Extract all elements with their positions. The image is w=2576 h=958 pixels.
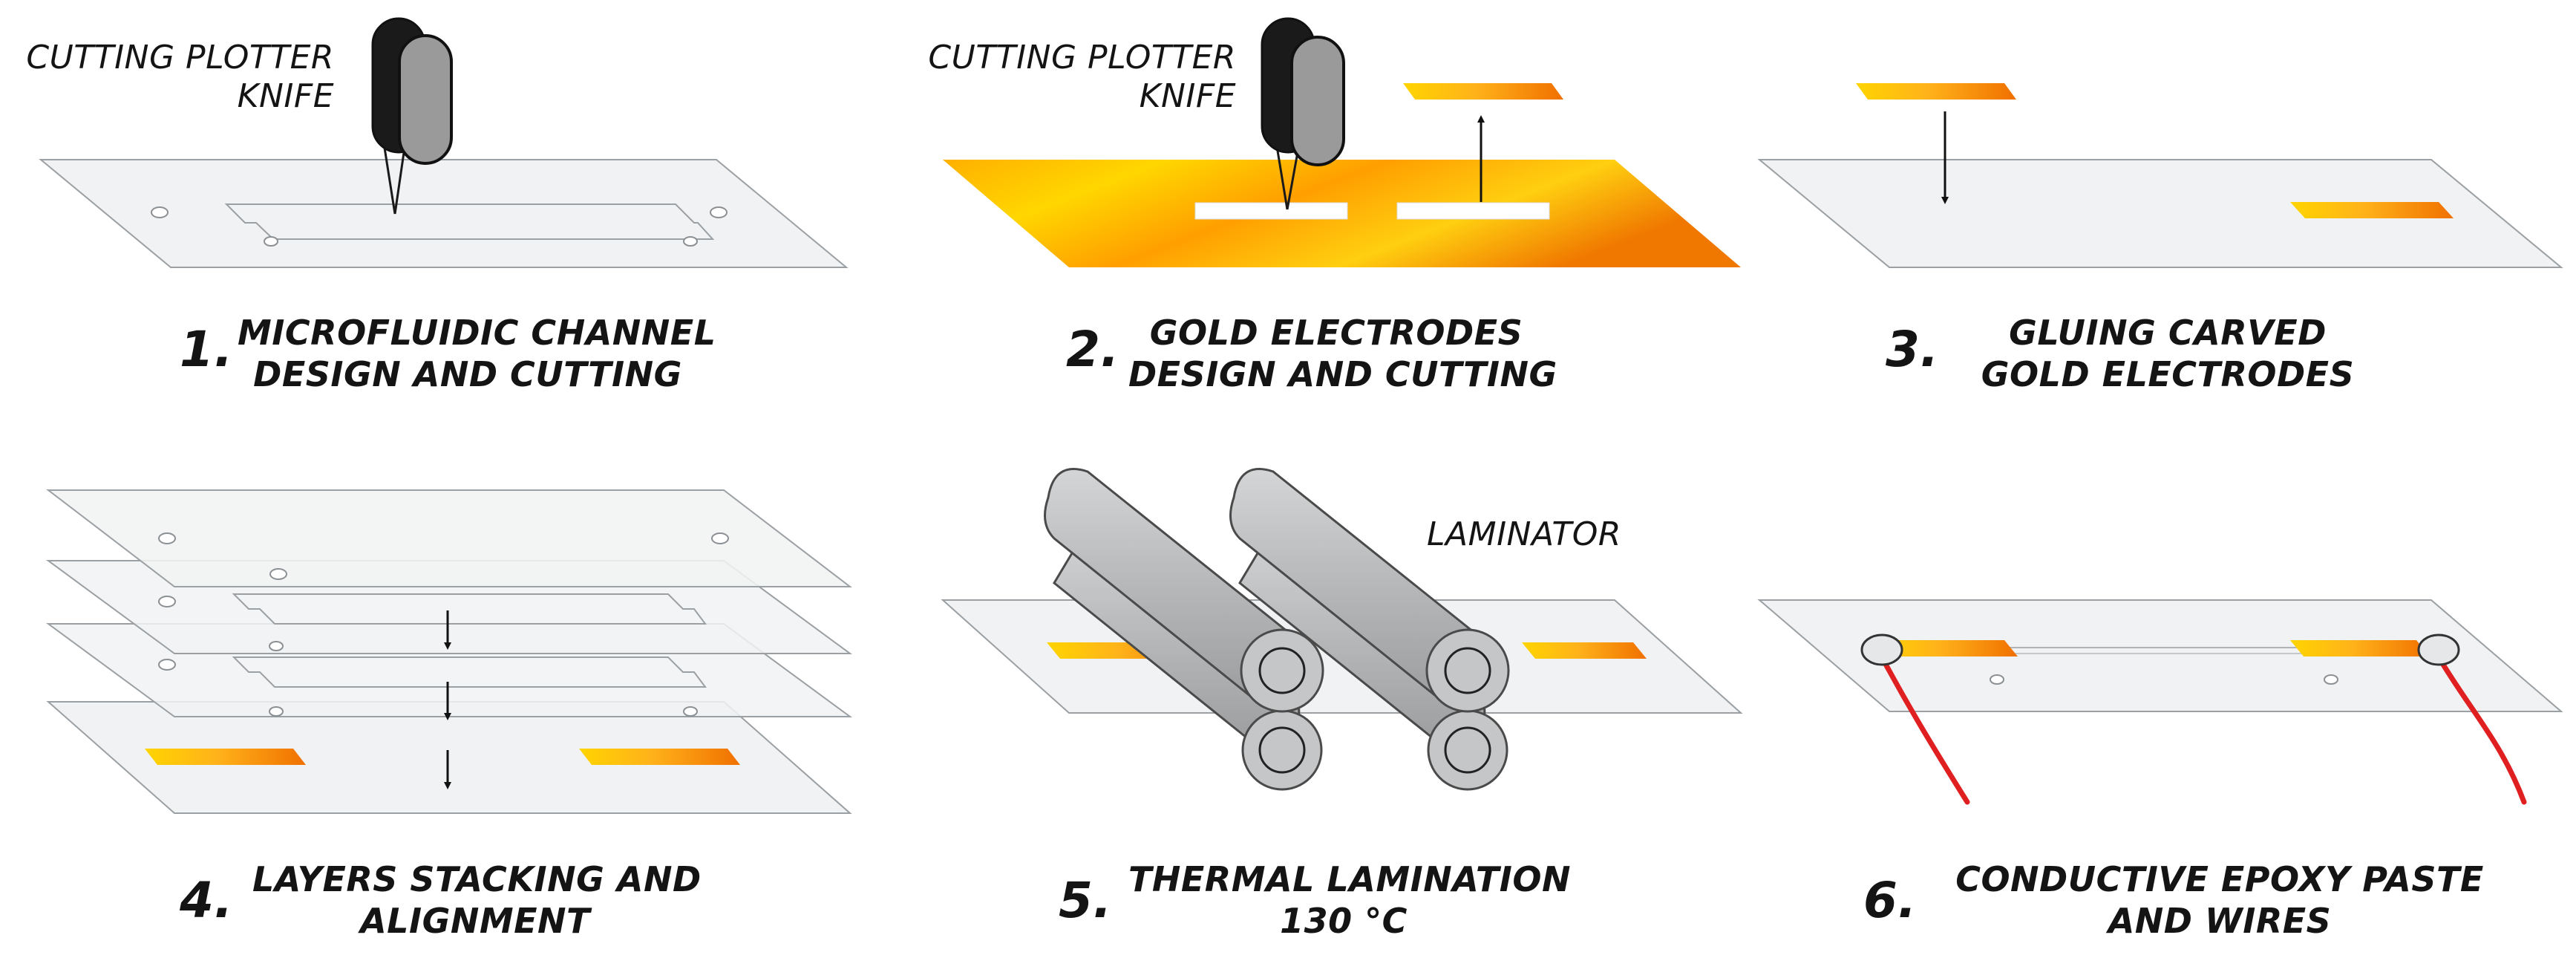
step3-caption-line2: GOLD ELECTRODES [1981,354,2355,394]
step5-roller-top-1 [1044,468,1324,713]
step1-tool-label: CUTTING PLOTTER KNIFE [15,39,334,116]
step1-tool-line2: KNIFE [237,77,334,115]
step6-wire-right [2436,654,2527,805]
step2-caption: GOLD ELECTRODES DESIGN AND CUTTING [1128,312,1557,395]
step3-number: 3. [1886,321,1939,378]
step6-number: 6. [1863,872,1917,929]
step4-caption-line1: LAYERS STACKING AND [252,859,702,899]
step2-illustration [943,17,1741,267]
step3-sheet [1757,159,2563,268]
step5-roller-top-2 [1229,468,1510,713]
step1-caption-line2: DESIGN AND CUTTING [253,354,682,394]
step6-wire-left [1879,654,1970,805]
step2-cutout-left [1194,202,1348,220]
step5-caption: THERMAL LAMINATION 130 °C [1128,858,1572,942]
step4-caption: LAYERS STACKING AND ALIGNMENT [252,858,702,942]
step2-cutout-right [1396,202,1550,220]
step2-tool-line2: KNIFE [1139,77,1236,115]
step3-glued-electrode [2290,202,2454,218]
step3-falling-electrode [1856,83,2016,100]
step4-electrode-right [579,749,740,765]
step6-illustration [1757,599,2563,805]
step1-illustration [39,17,849,268]
step1-hole-right [710,206,728,218]
step6-caption-line1: CONDUCTIVE EPOXY PASTE [1955,859,2484,899]
step5-tool-label: LAMINATOR [1427,515,1621,553]
step2-caption-line2: DESIGN AND CUTTING [1128,354,1557,394]
step1-knife-icon [371,17,453,215]
step6-electrode-left [1874,640,2018,656]
step6-electrode-right [2290,640,2430,656]
step6-caption: CONDUCTIVE EPOXY PASTE AND WIRES [1945,858,2494,942]
step1-number: 1. [180,321,233,378]
step3-caption: GLUING CARVED GOLD ELECTRODES [1960,312,2376,395]
step2-caption-line1: GOLD ELECTRODES [1149,313,1523,353]
step2-tool-line1: CUTTING PLOTTER [928,39,1236,76]
step5-caption-line2: 130 °C [1280,901,1408,941]
step2-tool-label: CUTTING PLOTTER KNIFE [902,39,1236,116]
step2-knife-icon [1261,17,1345,210]
step1-hole-left [151,206,169,218]
step1-tool-line1: CUTTING PLOTTER [26,39,334,76]
step6-epoxy-left [1860,633,1903,666]
step2-number: 2. [1066,321,1119,378]
step4-electrode-left [145,749,306,765]
step4-illustration [45,489,853,814]
step1-sheet [39,159,849,268]
step1-caption-line1: MICROFLUIDIC CHANNEL [238,313,716,353]
step4-number: 4. [180,872,233,929]
step3-illustration [1757,83,2563,268]
step6-epoxy-right [2417,633,2460,666]
step4-caption-line2: ALIGNMENT [360,901,590,941]
step4-layer-top [46,489,852,587]
step1-caption: MICROFLUIDIC CHANNEL DESIGN AND CUTTING [238,312,716,395]
step3-caption-line1: GLUING CARVED [2009,313,2327,353]
step6-device [1757,599,2563,712]
step5-caption-line1: THERMAL LAMINATION [1128,859,1572,899]
step5-illustration [941,468,1743,791]
step5-electrode-right [1522,642,1647,659]
step1-channel-outline [224,203,715,240]
step6-caption-line2: AND WIRES [2108,901,2332,941]
step2-lifted-electrode [1403,83,1563,100]
step5-number: 5. [1059,872,1112,929]
